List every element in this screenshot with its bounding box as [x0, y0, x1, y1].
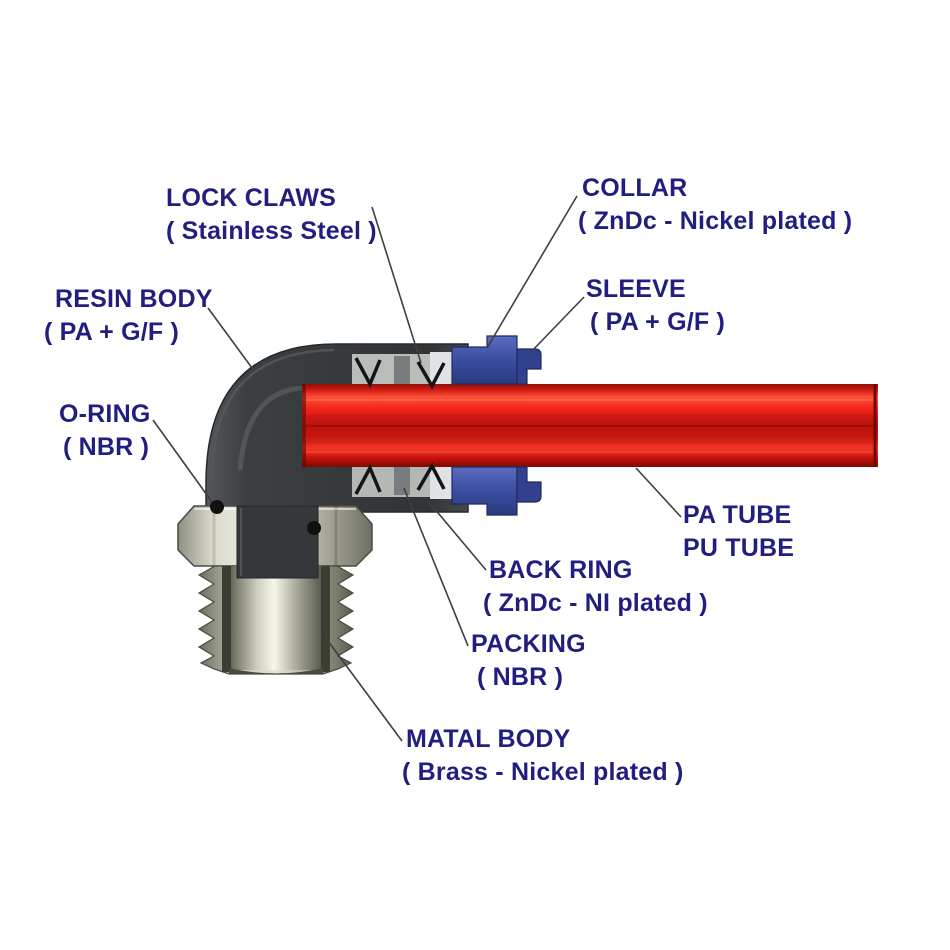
label-pa-tube: PA TUBE PU TUBE	[683, 499, 794, 565]
resin-insert-shape	[236, 505, 319, 579]
o-ring-left-dot	[210, 500, 224, 514]
label-sleeve: SLEEVE ( PA + G/F )	[586, 273, 725, 339]
leader-back-ring	[427, 500, 487, 571]
leader-sleeve	[528, 296, 585, 355]
label-metal-body-sub: ( Brass - Nickel plated )	[402, 758, 684, 786]
label-resin-body-title: RESIN BODY	[55, 285, 213, 313]
label-packing-title: PACKING	[471, 630, 586, 658]
tube-shape	[302, 384, 878, 467]
o-ring-right-dot	[307, 521, 321, 535]
leader-metal-body	[324, 636, 403, 742]
label-collar-sub: ( ZnDc - Nickel plated )	[578, 207, 853, 235]
label-o-ring-sub: ( NBR )	[63, 433, 150, 461]
label-metal-body: MATAL BODY ( Brass - Nickel plated )	[402, 723, 683, 789]
label-sleeve-sub: ( PA + G/F )	[590, 308, 726, 336]
leader-o-ring	[152, 419, 213, 503]
label-back-ring-title: BACK RING	[489, 556, 633, 584]
label-back-ring: BACK RING ( ZnDc - NI plated )	[483, 554, 708, 620]
label-resin-body-sub: ( PA + G/F )	[44, 318, 180, 346]
collar-shape-top	[451, 335, 518, 385]
label-lock-claws-sub: ( Stainless Steel )	[166, 217, 377, 245]
sleeve-shape-top	[516, 348, 542, 385]
label-lock-claws: LOCK CLAWS ( Stainless Steel )	[166, 182, 377, 248]
label-resin-body: RESIN BODY ( PA + G/F )	[44, 283, 213, 349]
shaft-shape	[222, 566, 330, 674]
leader-lock-claws	[371, 206, 422, 364]
resin-body-bore-highlight	[237, 385, 303, 471]
label-packing: PACKING ( NBR )	[471, 628, 586, 694]
resin-body-outer-highlight	[210, 348, 335, 479]
label-o-ring-title: O-RING	[59, 400, 151, 428]
leader-packing	[403, 487, 469, 647]
label-lock-claws-title: LOCK CLAWS	[166, 184, 337, 212]
label-metal-body-title: MATAL BODY	[406, 725, 571, 753]
sleeve-shape-bottom	[516, 466, 542, 503]
label-pa-tube-title: PA TUBE	[683, 501, 792, 529]
leader-pa-tube	[635, 467, 682, 518]
leader-collar	[486, 195, 578, 349]
label-pa-tube-sub: PU TUBE	[683, 534, 795, 562]
label-back-ring-sub: ( ZnDc - NI plated )	[483, 589, 708, 617]
leader-lines	[152, 195, 682, 742]
label-o-ring: O-RING ( NBR )	[59, 398, 150, 464]
leader-resin-body	[207, 307, 253, 369]
label-collar: COLLAR ( ZnDc - Nickel plated )	[578, 172, 852, 238]
label-packing-sub: ( NBR )	[477, 663, 564, 691]
label-collar-title: COLLAR	[582, 174, 688, 202]
label-sleeve-title: SLEEVE	[586, 275, 686, 303]
